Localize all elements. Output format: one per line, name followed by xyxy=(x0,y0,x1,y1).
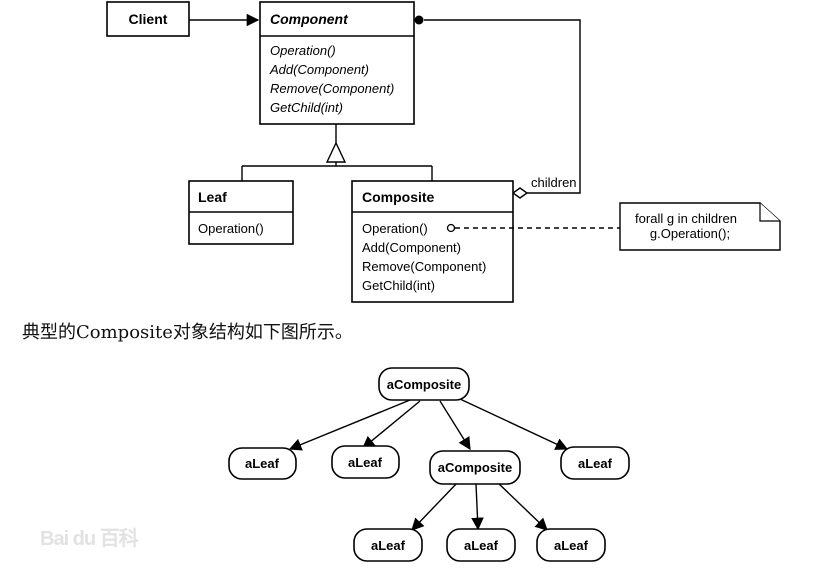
composite-op: Operation() xyxy=(362,221,428,236)
inheritance-triangle xyxy=(325,141,347,163)
note-box: forall g in children g.Operation(); xyxy=(619,202,781,251)
client-class: Client xyxy=(106,1,190,37)
object-level1-node: aLeaf xyxy=(560,446,630,480)
inheritance-lines xyxy=(241,124,433,181)
children-label: children xyxy=(531,175,577,190)
aggregation-diamond xyxy=(511,187,529,199)
object-level1-node: aLeaf xyxy=(331,445,400,479)
note-folded-corner-icon xyxy=(759,203,780,222)
leaf-class: Leaf Operation() xyxy=(188,180,294,245)
composite-class-name: Composite xyxy=(362,189,435,205)
composite-op: Add(Component) xyxy=(362,240,461,255)
svg-text:aLeaf: aLeaf xyxy=(578,456,613,471)
children-aggregation-line xyxy=(424,19,581,194)
caption-text: 典型的Composite对象结构如下图所示。 xyxy=(22,322,353,343)
object-level2-node: aLeaf xyxy=(353,528,423,562)
leaf-op: Operation() xyxy=(198,221,264,236)
composite-class: Composite Operation() Add(Component) Rem… xyxy=(351,180,514,303)
component-class-name: Component xyxy=(270,11,349,27)
component-op: GetChild(int) xyxy=(270,100,343,115)
component-op: Remove(Component) xyxy=(270,81,394,96)
aggregation-end-dot xyxy=(414,15,424,25)
composite-op: GetChild(int) xyxy=(362,278,435,293)
composite-op: Remove(Component) xyxy=(362,259,486,274)
baidu-watermark: Bai du 百科 xyxy=(40,528,139,550)
leaf-class-name: Leaf xyxy=(198,189,227,205)
object-level1-node: aComposite xyxy=(429,450,521,485)
svg-text:aLeaf: aLeaf xyxy=(464,538,499,553)
note-line: forall g in children xyxy=(635,211,737,226)
svg-text:aLeaf: aLeaf xyxy=(371,538,406,553)
object-root-node: aComposite xyxy=(378,367,470,401)
object-edges xyxy=(288,398,569,531)
svg-text:aLeaf: aLeaf xyxy=(245,456,280,471)
object-level2-node: aLeaf xyxy=(536,528,606,562)
component-op: Operation() xyxy=(270,43,336,58)
note-line: g.Operation(); xyxy=(650,226,730,241)
svg-text:aLeaf: aLeaf xyxy=(348,455,383,470)
client-class-name: Client xyxy=(129,11,168,27)
note-anchor-circle xyxy=(446,223,456,233)
component-class: Component Operation() Add(Component) Rem… xyxy=(259,1,415,125)
object-level1-node: aLeaf xyxy=(228,447,297,480)
svg-text:aLeaf: aLeaf xyxy=(554,538,589,553)
svg-text:aComposite: aComposite xyxy=(438,460,512,475)
object-level2-node: aLeaf xyxy=(446,528,516,562)
component-op: Add(Component) xyxy=(269,62,369,77)
svg-text:aComposite: aComposite xyxy=(387,377,461,392)
